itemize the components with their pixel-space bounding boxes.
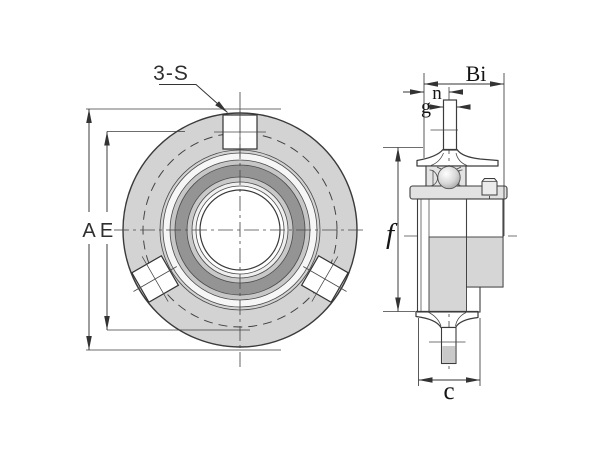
leader-3s: 3-S xyxy=(153,62,228,113)
bolt-hole-crossline-v xyxy=(303,266,347,292)
dim-label-bi: Bi xyxy=(466,61,487,86)
dim-label-f: f xyxy=(386,218,398,250)
housing-body xyxy=(416,198,504,313)
bolt-holes xyxy=(131,107,349,304)
right-cylinder-gray xyxy=(466,236,504,288)
bolt-hole-lower-right xyxy=(300,254,349,304)
bottom-bolt-tab-gray xyxy=(442,346,456,363)
dim-label-n: n xyxy=(432,83,442,104)
dim-label-e: E xyxy=(100,220,113,242)
leader-line-3s xyxy=(159,84,228,113)
bottom-flare-fillet-right xyxy=(455,312,467,327)
set-screw-body xyxy=(481,178,498,196)
dim-g: g xyxy=(421,96,471,118)
bottom-flare-fillet-left xyxy=(427,311,442,327)
dim-label-a: A xyxy=(82,220,96,242)
side-view: Bi n g f c xyxy=(383,61,517,405)
ball-bearing xyxy=(437,165,461,190)
dim-label-g: g xyxy=(421,96,431,118)
dim-label-c: c xyxy=(443,378,454,405)
leader-label-3s: 3-S xyxy=(153,62,189,85)
dim-n: n xyxy=(403,83,463,104)
dim-e: E xyxy=(100,132,250,331)
top-bolt-tab xyxy=(442,99,458,151)
bolt-hole-crossline-v xyxy=(133,266,177,292)
top-flare-fillet-left xyxy=(430,152,444,166)
front-centerlines xyxy=(114,92,367,371)
bottom-flange-flare xyxy=(415,310,479,329)
shaft-section-gray xyxy=(428,236,467,313)
top-flange-flare xyxy=(416,148,499,167)
front-view: A E 3-S xyxy=(82,62,367,371)
dim-c: c xyxy=(418,318,481,405)
dim-bi: Bi xyxy=(423,61,505,236)
top-flare-fillet-right xyxy=(455,152,468,166)
bolt-hole-lower-left xyxy=(131,254,180,304)
